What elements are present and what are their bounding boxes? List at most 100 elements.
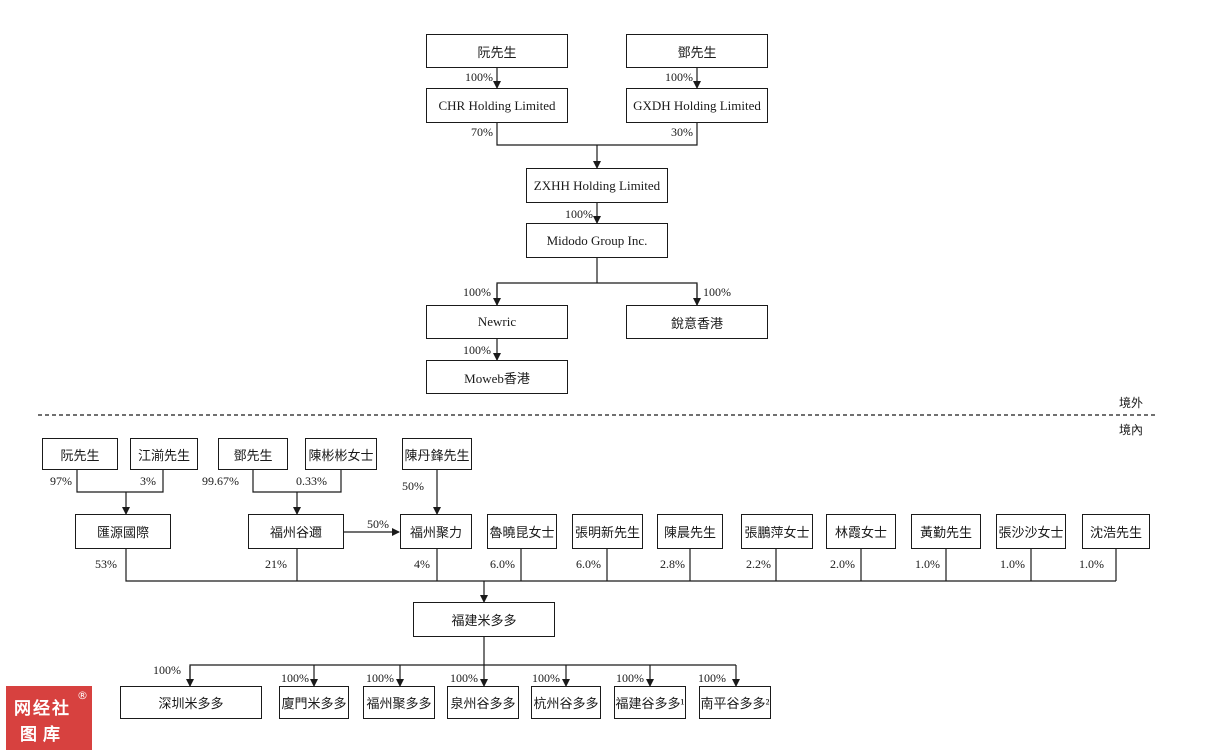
ruan-huiyuan-pct: 97%: [50, 474, 72, 488]
watermark-logo: 网经社 ® 图库: [6, 686, 92, 750]
shen-fujian-pct: 1.0%: [1079, 557, 1104, 571]
sub-hangzhou-label: 杭州谷多多: [533, 696, 599, 711]
ruan-offshore-label: 阮先生: [477, 44, 517, 60]
ruiyi-hk-box: 銳意香港: [626, 305, 768, 339]
lu-xiaokun-box: 魯曉昆女士: [487, 514, 557, 549]
zhang-shasha-fujian-pct: 1.0%: [1000, 557, 1025, 571]
zxhh-holding-box: ZXHH Holding Limited: [526, 168, 668, 203]
deng-guyi-pct: 99.67%: [202, 474, 239, 488]
lu-xiaokun-label: 魯曉昆女士: [489, 525, 555, 540]
shen-hao-box: 沈浩先生: [1082, 514, 1150, 549]
guyi-to-juli-pct: 50%: [367, 517, 389, 531]
huang-qin-label: 黃勤先生: [919, 525, 972, 540]
deng-onshore-box: 鄧先生: [218, 438, 288, 470]
ruan-onshore-box: 阮先生: [42, 438, 118, 470]
zhang-shasha-box: 張沙沙女士: [996, 514, 1066, 549]
deng-offshore-label: 鄧先生: [677, 44, 717, 60]
huiyuan-intl-box: 匯源國際: [75, 514, 171, 549]
fuzhou-guyi-label: 福州谷邇: [269, 525, 322, 540]
gxdh-holding-box: GXDH Holding Limited: [626, 88, 768, 123]
shen-hao-label: 沈浩先生: [1089, 525, 1142, 540]
fuzhou-juli-label: 福州聚力: [409, 525, 462, 540]
chr-holding-label: CHR Holding Limited: [438, 97, 556, 113]
offshore-label: 境外: [1119, 396, 1144, 410]
deng-offshore-box: 鄧先生: [626, 34, 768, 68]
fujian-midodo-label: 福建米多多: [451, 613, 517, 628]
newric-pct: 100%: [463, 285, 491, 299]
huang-fujian-pct: 1.0%: [915, 557, 940, 571]
onshore-label: 境內: [1119, 423, 1144, 437]
lu-fujian-pct: 6.0%: [490, 557, 515, 571]
sub-fujian-gu-box: 福建谷多多¹: [614, 686, 686, 719]
sub-pct-xiamen: 100%: [281, 671, 309, 685]
gxdh-pct: 30%: [671, 125, 693, 139]
jiang-huiyuan-pct: 3%: [140, 474, 156, 488]
huang-qin-box: 黃勤先生: [911, 514, 981, 549]
jiang-box: 江湔先生: [130, 438, 198, 470]
zhang-mingxin-box: 張明新先生: [572, 514, 643, 549]
sub-quanzhou-box: 泉州谷多多: [447, 686, 519, 719]
chen-chen-fujian-pct: 2.8%: [660, 557, 685, 571]
chen-danfeng-label: 陳丹鋒先生: [404, 447, 470, 463]
moweb-hk-box: Moweb香港: [426, 360, 568, 394]
sub-quanzhou-label: 泉州谷多多: [450, 696, 516, 711]
sub-hangzhou-box: 杭州谷多多: [531, 686, 601, 719]
sub-shenzhen-label: 深圳米多多: [158, 696, 224, 711]
sub-pct-hangzhou: 100%: [532, 671, 560, 685]
sub-xiamen-label: 廈門米多多: [281, 696, 347, 711]
sub-fuzhou-label: 福州聚多多: [366, 696, 432, 711]
chr-holding-box: CHR Holding Limited: [426, 88, 568, 123]
zhang-shasha-label: 張沙沙女士: [998, 525, 1064, 540]
fujian-midodo-box: 福建米多多: [413, 602, 555, 637]
midodo-group-label: Midodo Group Inc.: [546, 232, 648, 248]
sub-pct-nanping: 100%: [698, 671, 726, 685]
chen-danfeng-juli-pct: 50%: [402, 479, 424, 493]
guyi-fujian-pct: 21%: [265, 557, 287, 571]
chen-binbin-box: 陳彬彬女士: [305, 438, 377, 470]
zhang-liping-box: 張鵬萍女士: [741, 514, 813, 549]
chen-binbin-guyi-pct: 0.33%: [296, 474, 327, 488]
sub-pct-quanzhou: 100%: [450, 671, 478, 685]
lin-fujian-pct: 2.0%: [830, 557, 855, 571]
zhang-mingxin-label: 張明新先生: [574, 525, 640, 540]
watermark-line2: 图库: [20, 725, 66, 745]
sub-shenzhen-box: 深圳米多多: [120, 686, 262, 719]
moweb-hk-label: Moweb香港: [464, 370, 530, 386]
sub-fuzhou-box: 福州聚多多: [363, 686, 435, 719]
chen-chen-label: 陳晨先生: [663, 525, 716, 540]
moweb-pct: 100%: [463, 343, 491, 357]
chr-pct: 70%: [471, 125, 493, 139]
newric-label: Newric: [477, 314, 517, 329]
ruiyi-pct: 100%: [703, 285, 731, 299]
deng-onshore-label: 鄧先生: [233, 447, 273, 463]
registered-mark: ®: [77, 689, 88, 702]
chen-chen-box: 陳晨先生: [657, 514, 723, 549]
chen-binbin-label: 陳彬彬女士: [308, 447, 374, 463]
zhang-mingxin-fujian-pct: 6.0%: [576, 557, 601, 571]
sub-nanping-label: 南平谷多多²: [700, 696, 770, 711]
sub-pct-shenzhen: 100%: [153, 663, 181, 677]
zhang-liping-fujian-pct: 2.2%: [746, 557, 771, 571]
fuzhou-guyi-box: 福州谷邇: [248, 514, 344, 549]
gxdh-holding-label: GXDH Holding Limited: [633, 97, 761, 113]
zxhh-pct: 100%: [565, 207, 593, 221]
midodo-group-box: Midodo Group Inc.: [526, 223, 668, 258]
ruan-to-chr-pct: 100%: [465, 70, 493, 84]
zxhh-holding-label: ZXHH Holding Limited: [533, 177, 661, 193]
watermark-line1: 网经社: [14, 699, 71, 719]
zhang-liping-label: 張鵬萍女士: [744, 525, 810, 540]
sub-nanping-box: 南平谷多多²: [699, 686, 771, 719]
lin-xia-box: 林霞女士: [826, 514, 896, 549]
huiyuan-intl-label: 匯源國際: [96, 525, 149, 540]
huiyuan-fujian-pct: 53%: [95, 557, 117, 571]
juli-fujian-pct: 4%: [414, 557, 430, 571]
sub-xiamen-box: 廈門米多多: [279, 686, 349, 719]
ruan-offshore-box: 阮先生: [426, 34, 568, 68]
sub-fujian-gu-label: 福建谷多多¹: [615, 696, 685, 711]
sub-pct-fuzhou: 100%: [366, 671, 394, 685]
newric-box: Newric: [426, 305, 568, 339]
jiang-label: 江湔先生: [137, 447, 190, 463]
chen-danfeng-box: 陳丹鋒先生: [402, 438, 472, 470]
lin-xia-label: 林霞女士: [834, 525, 887, 540]
